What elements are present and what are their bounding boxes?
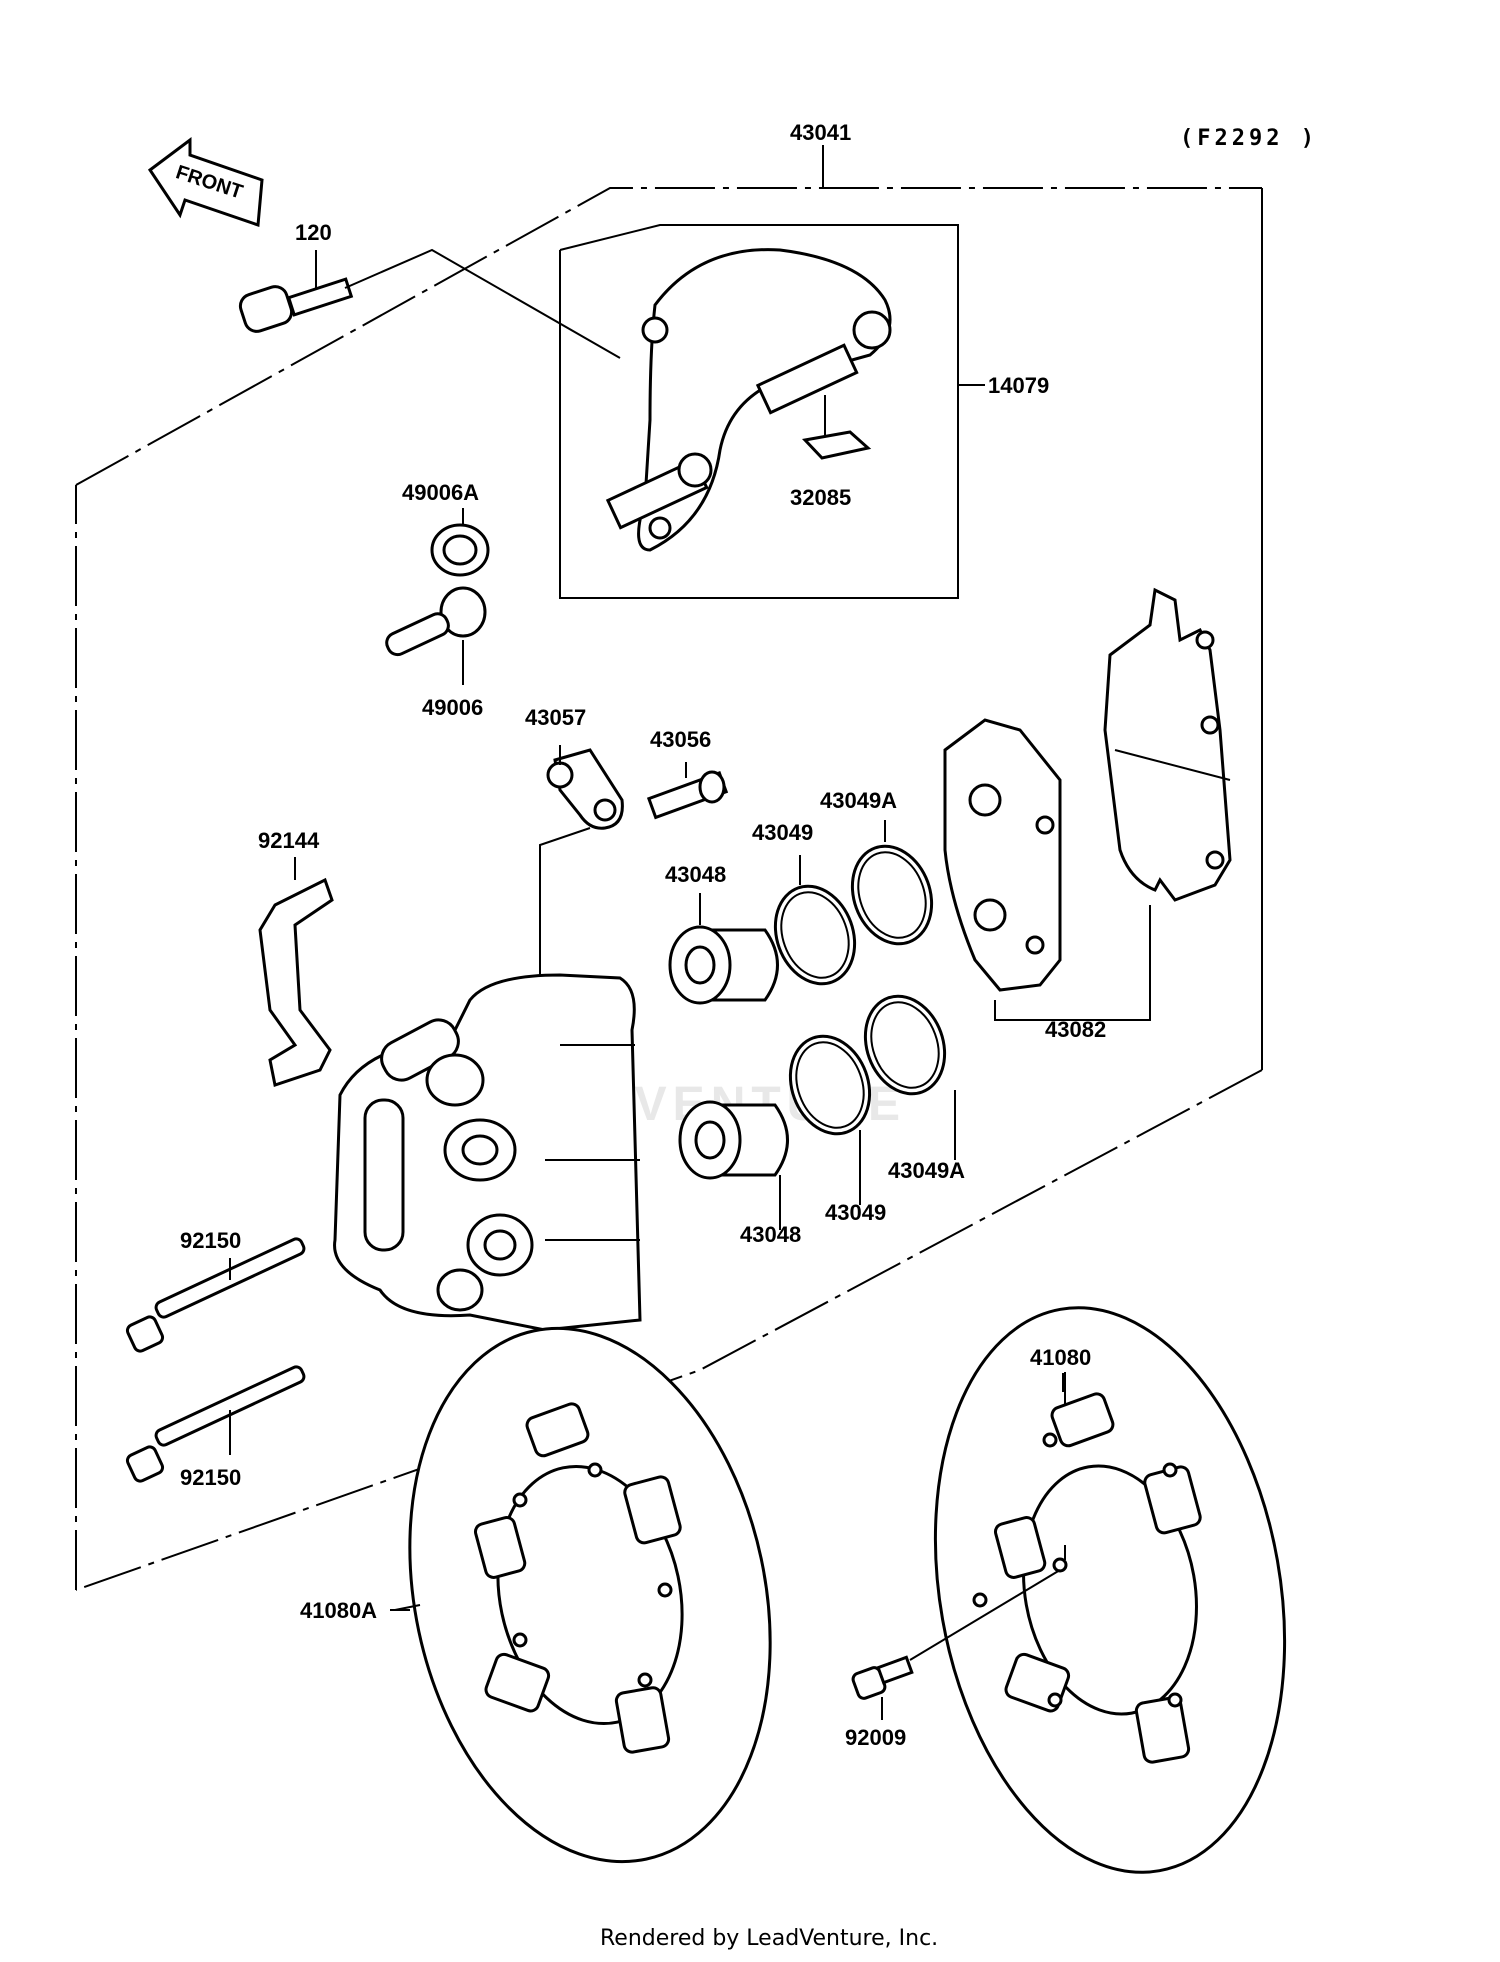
label-43049-top: 43049	[752, 820, 813, 845]
label-43049A-bottom: 43049A	[888, 1158, 965, 1183]
front-arrow-icon: FRONT	[147, 137, 264, 228]
label-32085: 32085	[790, 485, 851, 510]
brake-disc-41080A	[394, 1326, 772, 1864]
bleeder-valve-49006	[385, 586, 487, 657]
label-14079: 14079	[988, 373, 1049, 398]
label-120: 120	[295, 220, 332, 245]
label-41080: 41080	[1030, 1345, 1091, 1370]
pin-top-92150	[125, 1237, 306, 1353]
piston-bottom-43048	[678, 1100, 789, 1180]
bolt-120	[238, 248, 621, 359]
label-92144: 92144	[258, 828, 320, 853]
leader-lines	[229, 250, 1064, 1720]
assembly-outline	[75, 145, 1263, 1591]
seal-bottom-43049A	[863, 994, 947, 1096]
label-43049-bottom: 43049	[825, 1200, 886, 1225]
bracket-box	[559, 224, 985, 599]
pad-spring-92144	[258, 877, 334, 1087]
label-43057: 43057	[525, 705, 586, 730]
bleeder-cap-49006A	[430, 523, 490, 577]
footer-credit: Rendered by LeadVenture, Inc.	[600, 1926, 938, 1951]
label-92150-bottom: 92150	[180, 1465, 241, 1490]
caliper-bracket	[605, 248, 892, 552]
screw-92009	[851, 1569, 1061, 1700]
label-43082: 43082	[1045, 1017, 1106, 1042]
label-43048-top: 43048	[665, 862, 726, 887]
pin-clip-32085	[802, 395, 872, 460]
front-label: FRONT	[173, 161, 245, 203]
pin-bottom-92150	[125, 1365, 306, 1483]
label-49006: 49006	[422, 695, 483, 720]
seal-top-43049A	[850, 844, 934, 946]
label-43048-bottom: 43048	[740, 1222, 801, 1247]
label-41080A: 41080A	[300, 1598, 377, 1623]
label-49006A: 49006A	[402, 480, 479, 505]
label-43049A-top: 43049A	[820, 788, 897, 813]
brake-pad-inner	[943, 718, 1062, 992]
label-92150-top: 92150	[180, 1228, 241, 1253]
label-43041: 43041	[790, 120, 851, 145]
seal-bottom-43049	[788, 1034, 872, 1136]
brake-pad-outer	[1103, 587, 1232, 902]
fitting-43056	[646, 770, 729, 820]
label-92009: 92009	[845, 1725, 906, 1750]
seal-top-43049	[773, 884, 857, 986]
brake-disc-41080	[933, 1306, 1287, 1874]
diagram-code: (F2292 )	[1180, 126, 1318, 151]
caliper-body	[333, 973, 642, 1332]
label-43056: 43056	[650, 727, 711, 752]
piston-top-43048	[668, 925, 779, 1005]
